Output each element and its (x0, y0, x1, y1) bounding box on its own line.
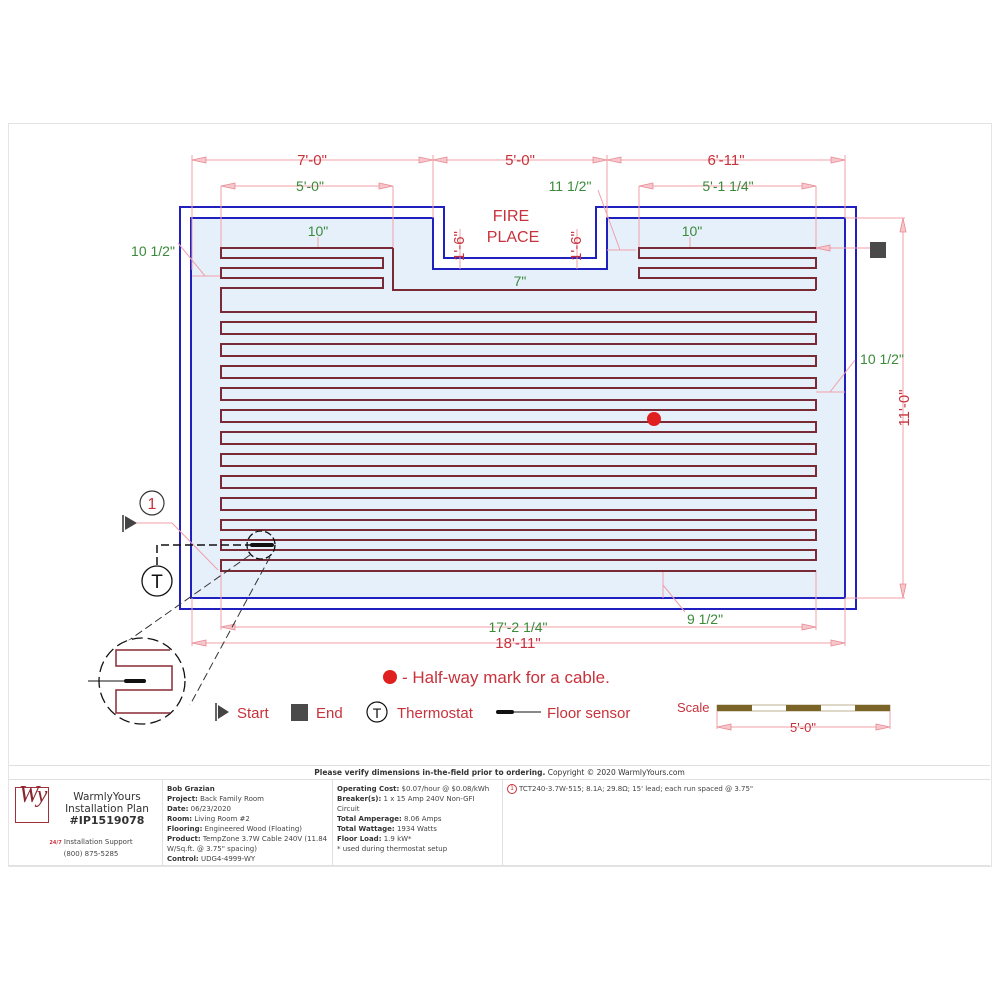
product-label: Product: (167, 835, 201, 843)
product-value: TempZone 3.7W Cable 240V (11.84 W/Sq.ft.… (167, 835, 328, 853)
legend-thermostat-label: Thermostat (397, 705, 474, 722)
legend-start-label: Start (237, 705, 270, 722)
support-label: Installation Support (63, 838, 133, 846)
fireplace-label: FIRE (493, 208, 529, 225)
legend-end-label: End (316, 705, 343, 722)
dim-top-right: 6'-11" (707, 152, 744, 169)
floor-plan-drawing: 1 T 7'-0" 5'-0" 6'-11" 5'-0" 5'-1 1/4" 1… (88, 152, 913, 735)
heating-cable (220, 247, 817, 572)
room-label: Room: (167, 815, 193, 823)
dim-bottom-clearance: 9 1/2" (687, 611, 723, 627)
thermostat-icon (141, 565, 173, 597)
dim-fireplace-depth-left: 1'-6" (451, 231, 468, 261)
flooring-label: Flooring: (167, 825, 203, 833)
dim-overall-width: 18'-11" (495, 635, 540, 652)
dim-inner-left: 5'-0" (296, 178, 324, 194)
operating-cost-label: Operating Cost: (337, 785, 400, 793)
project-value: Back Family Room (197, 795, 264, 803)
project-label: Project: (167, 795, 198, 803)
verification-notice: Please verify dimensions in-the-field pr… (9, 765, 990, 780)
floor-load-value: 1.9 kW* (381, 835, 412, 843)
electrical-column: Operating Cost: $0.07/hour @ $0.08/kWh B… (333, 779, 503, 865)
installation-support: 24/7 Installation Support (800) 875-5285 (21, 837, 161, 860)
breakers-value: 1 x 15 Amp 240V Non-GFI Circuit (337, 795, 475, 813)
dim-fireplace-clearance: 7" (514, 273, 527, 289)
dim-fireplace-depth-right: 1'-6" (568, 231, 585, 261)
logo-letters: Wy (19, 782, 48, 808)
dim-right-clearance: 10 1/2" (860, 351, 904, 367)
dim-top-mid: 5'-0" (505, 152, 535, 169)
legend-start-icon (215, 703, 229, 721)
circuit-spec: TCT240-3.7W-515; 8.1A; 29.8Ω; 15' lead; … (519, 785, 754, 793)
sensor-wire (156, 544, 262, 565)
wattage-value: 1934 Watts (394, 825, 437, 833)
circuit-number-marker (139, 490, 165, 516)
wattage-label: Total Wattage: (337, 825, 395, 833)
dim-overall-height: 11'-0" (896, 389, 913, 426)
warmlyyours-logo: Wy (15, 782, 49, 823)
footnote: * used during thermostat setup (337, 845, 448, 853)
amperage-label: Total Amperage: (337, 815, 402, 823)
plan-id: #IP1519078 (69, 814, 145, 827)
brand-title: WarmlyYours Installation Plan #IP1519078 (57, 791, 157, 827)
dim-fireplace-gap: 11 1/2" (549, 178, 592, 194)
support-phone[interactable]: (800) 875-5285 (63, 850, 119, 858)
control-label: Control: (167, 855, 199, 863)
flooring-value: Engineered Wood (Floating) (202, 825, 302, 833)
halfway-legend-dot (383, 670, 397, 684)
brand-name: WarmlyYours (73, 791, 141, 803)
sensor-detail-callout (246, 530, 276, 560)
date-label: Date: (167, 805, 189, 813)
dim-top-clearance-left: 10" (308, 223, 329, 239)
legend-thermostat-icon (366, 701, 388, 723)
sensor-detail-magnifier (88, 637, 186, 725)
project-column: Bob Grazian Project: Back Family Room Da… (163, 779, 333, 865)
dim-inner-right: 5'-1 1/4" (702, 178, 753, 194)
dim-cable-width: 17'-2 1/4" (488, 619, 547, 635)
circuit-number-icon: 1 (507, 784, 517, 794)
title-block: Wy WarmlyYours Installation Plan #IP1519… (9, 779, 990, 866)
thermostat-symbol: T (151, 572, 163, 593)
dim-top-clearance-right: 10" (682, 223, 703, 239)
date-value: 06/23/2020 (188, 805, 232, 813)
halfway-legend-text: - Half-way mark for a cable. (402, 668, 610, 687)
legend-end-icon (291, 704, 308, 721)
breakers-label: Breaker(s): (337, 795, 382, 803)
legend-sensor-label: Floor sensor (547, 705, 630, 722)
circuit-number: 1 (148, 496, 157, 513)
cable-start-marker (122, 515, 219, 571)
halfway-mark (647, 412, 661, 426)
legend-thermostat-symbol: T (373, 705, 382, 721)
fireplace-label-2: PLACE (487, 229, 539, 246)
floor-load-label: Floor Load: (337, 835, 382, 843)
scale-value: 5'-0" (790, 720, 816, 735)
dim-left-clearance: 10 1/2" (131, 243, 175, 259)
support-24-7-icon: 24/7 (49, 840, 62, 846)
dimension-arrows (191, 156, 907, 647)
scale-bar (716, 704, 891, 731)
dimension-lines (177, 155, 905, 646)
customer-name: Bob Grazian (167, 785, 215, 793)
outer-wall (179, 206, 857, 610)
brand-column: Wy WarmlyYours Installation Plan #IP1519… (9, 779, 163, 865)
control-value: UDG4-4999-WY (198, 855, 256, 863)
notice-bold: Please verify dimensions in-the-field pr… (314, 768, 546, 777)
room-value: Living Room #2 (192, 815, 250, 823)
document-title: Installation Plan (65, 803, 149, 815)
copyright-text: Copyright © 2020 WarmlyYours.com (545, 768, 685, 777)
amperage-value: 8.06 Amps (401, 815, 442, 823)
dim-top-left: 7'-0" (297, 152, 327, 169)
cable-end-marker (870, 242, 886, 258)
operating-cost-value: $0.07/hour @ $0.08/kWh (399, 785, 490, 793)
scale-label: Scale (677, 700, 710, 715)
